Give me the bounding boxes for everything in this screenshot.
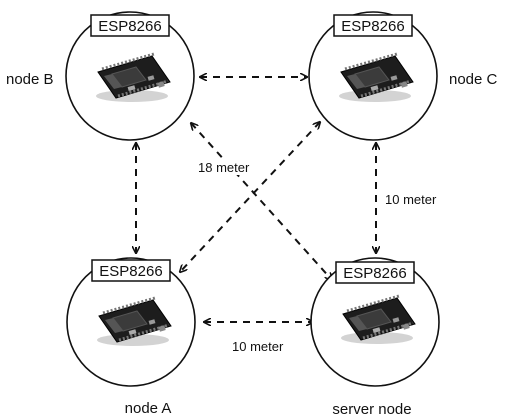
- node-a: ESP8266 node A: [66, 257, 196, 416]
- node-a-module-box: [91, 259, 171, 282]
- distance-label-bg: [194, 158, 260, 175]
- node-b: ESP8266 node B: [6, 11, 195, 141]
- node-b-label: node B: [6, 71, 54, 88]
- distance-a-server-label: 10 meter: [232, 339, 284, 354]
- link-c-a: [180, 122, 320, 272]
- node-b-module-label: ESP8266: [98, 18, 161, 35]
- link-b-server: [191, 123, 332, 280]
- node-c-label: node C: [449, 71, 498, 88]
- node-b-module-box: [90, 14, 170, 37]
- server-node-module-box: [335, 261, 415, 284]
- node-c-module-label: ESP8266: [341, 18, 404, 35]
- node-a-label: node A: [125, 400, 172, 416]
- distance-c-server-label: 10 meter: [385, 192, 437, 207]
- links: [136, 77, 376, 322]
- distance-b-server-label: 18 meter: [198, 160, 250, 175]
- node-c-module-box: [333, 14, 413, 37]
- server-node-label: server node: [332, 401, 411, 416]
- node-a-module-label: ESP8266: [99, 263, 162, 280]
- server-node-module-label: ESP8266: [343, 265, 406, 282]
- node-c: ESP8266 node C: [308, 11, 498, 141]
- server-node: ESP8266 server node: [310, 257, 440, 416]
